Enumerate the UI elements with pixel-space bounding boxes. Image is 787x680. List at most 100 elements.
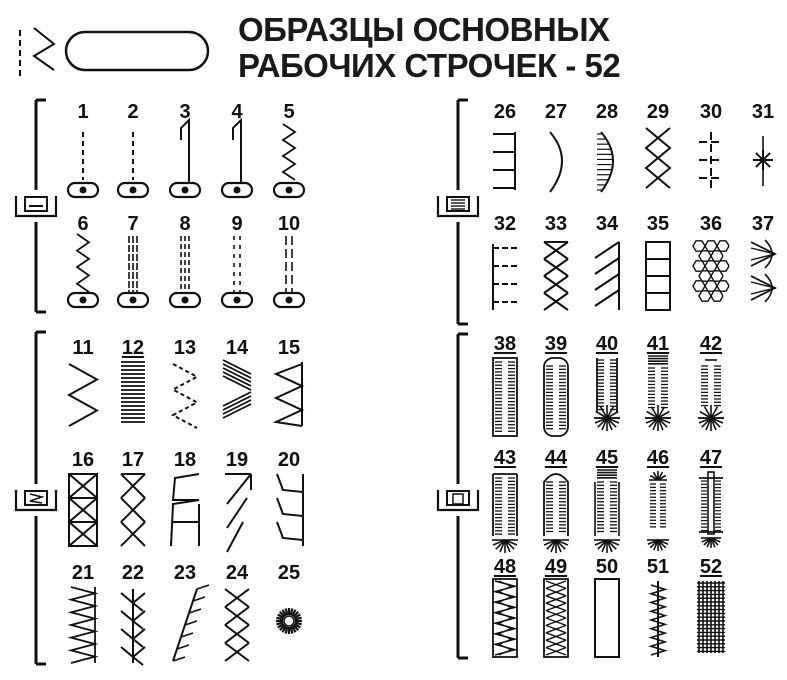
group-bracket	[14, 330, 58, 666]
stitch-number: 2	[127, 101, 139, 123]
stitch-number: 27	[544, 101, 568, 123]
slant-ladder-icon	[594, 241, 620, 310]
stitch-number: 50	[595, 556, 619, 578]
blanket-zigzag-icon	[272, 362, 305, 427]
stitch-number: 14	[225, 337, 249, 359]
straight-stitch-center-icon	[116, 132, 150, 199]
stitch-number: 12	[121, 337, 145, 359]
keyhole-buttonhole-icon	[698, 359, 724, 431]
cross-stitch-icon	[224, 588, 250, 662]
stitch-number: 26	[493, 101, 517, 123]
stitch-number: 42	[699, 333, 723, 355]
blind-hem-icon	[170, 473, 200, 547]
stitch-number: 30	[699, 101, 723, 123]
stitch-number: 7	[127, 213, 139, 235]
stitch-number: 16	[71, 449, 95, 471]
narrow-keyhole-buttonhole-icon	[647, 471, 669, 551]
bartack-fan-buttonhole-icon	[594, 469, 620, 553]
stitch-number: 29	[646, 101, 670, 123]
stitch-number: 45	[595, 447, 619, 469]
legend	[19, 27, 210, 76]
stitch-number: 19	[225, 449, 249, 471]
eyelet-icon	[276, 608, 302, 634]
stitch-number: 35	[646, 213, 670, 235]
shell-tuck-icon	[67, 586, 99, 664]
cross-buttonhole-icon	[543, 578, 569, 658]
stitch-number: 8	[179, 213, 191, 235]
diamond-chain-icon	[644, 127, 672, 189]
presser-foot-decorative-icon	[436, 196, 480, 218]
three-step-zigzag-icon	[170, 363, 200, 429]
stitch-number: 21	[71, 562, 95, 584]
stitch-number: 49	[544, 556, 568, 578]
stitch-number: 4	[231, 101, 243, 123]
stitch-number: 39	[544, 333, 568, 355]
fagoting-stitch-icon	[172, 584, 210, 662]
stitch-number: 47	[699, 447, 723, 469]
star-stitch-icon	[753, 136, 773, 186]
stretch-stitch-alt-icon	[272, 236, 306, 309]
zigzag-buttonhole-icon	[492, 578, 518, 658]
stitch-number: 18	[173, 449, 197, 471]
double-cross-overlock-icon	[120, 473, 146, 547]
stitch-patterns	[66, 117, 778, 666]
straight-stitch-reverse-left-icon	[168, 117, 202, 199]
stitch-number: 41	[646, 333, 670, 355]
rounded-buttonhole-icon	[543, 357, 569, 437]
zigzag-stitch-icon	[272, 123, 306, 199]
group-bracket	[436, 332, 480, 660]
stitch-number: 36	[699, 213, 723, 235]
triple-zigzag-icon	[222, 359, 252, 419]
stitch-number: 40	[595, 333, 619, 355]
presser-foot-buttonhole-icon	[436, 490, 480, 512]
lattice-stitch-icon	[543, 241, 569, 311]
stitch-number: 3	[179, 101, 191, 123]
comb-stitch-icon	[492, 244, 519, 310]
stitch-number: 34	[595, 213, 619, 235]
group-bracket	[436, 98, 480, 326]
fan-end-buttonhole-icon	[492, 473, 518, 553]
title-line-2: РАБОЧИХ СТРОЧЕК - 52	[238, 47, 621, 84]
stitch-number: 48	[493, 556, 517, 578]
stitch-number: 15	[277, 337, 301, 359]
title-line-1: ОБРАЗЦЫ ОСНОВНЫХ	[238, 11, 610, 48]
page-title: ОБРАЗЦЫ ОСНОВНЫХ РАБОЧИХ СТРОЧЕК - 52	[238, 11, 621, 84]
stitch-number: 31	[751, 101, 775, 123]
stitch-number: 22	[121, 562, 145, 584]
square-buttonhole-icon	[492, 357, 518, 437]
stitch-number: 28	[595, 101, 619, 123]
feather-stitch-icon	[120, 589, 146, 666]
stitch-number: 10	[277, 213, 301, 235]
stitch-number: 25	[277, 562, 301, 584]
honeycomb-stitch-icon	[692, 240, 730, 302]
straight-stitch-reverse-center-icon	[220, 117, 254, 199]
stitch-number: 37	[751, 213, 775, 235]
stitch-number: 43	[493, 447, 517, 469]
stitch-number: 20	[277, 449, 301, 471]
triple-straight-stitch-alt-icon	[168, 236, 202, 309]
stitch-number: 52	[699, 556, 723, 578]
scallop-stitch-icon	[549, 131, 563, 193]
satin-stitch-icon	[121, 361, 145, 423]
stretch-buttonhole-icon	[699, 471, 723, 548]
narrow-zigzag-stitch-icon	[66, 233, 100, 309]
ladder-stitch-icon	[493, 132, 516, 190]
stitch-number: 13	[173, 337, 197, 359]
box-ladder-icon	[645, 241, 671, 311]
stitch-number: 51	[646, 556, 670, 578]
stitch-selector-icon	[19, 27, 56, 76]
stitch-number: 5	[283, 101, 295, 123]
cross-dash-stitch-icon	[699, 132, 723, 190]
buttonhole-slot-icon	[64, 30, 210, 72]
stretch-blind-hem-icon	[276, 473, 304, 546]
slant-overlock-icon	[225, 473, 252, 553]
rounded-fan-buttonhole-icon	[543, 473, 569, 553]
stitch-number: 17	[121, 449, 145, 471]
round-end-buttonhole-icon	[594, 358, 620, 431]
stitch-number: 23	[173, 562, 197, 584]
group-brackets	[14, 98, 480, 666]
ornamental-stitch-icon	[750, 239, 778, 303]
heavy-darning-icon	[697, 581, 725, 653]
stitch-number: 32	[493, 213, 517, 235]
